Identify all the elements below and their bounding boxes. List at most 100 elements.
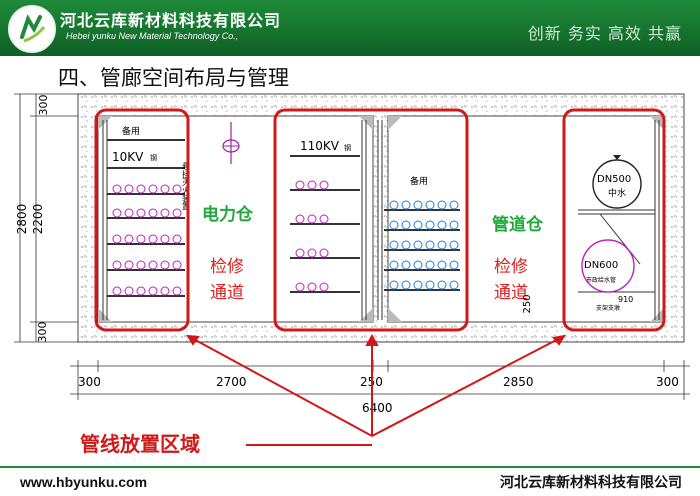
cable-section [307,282,317,292]
zone-box-middle [273,108,469,332]
dim-250-vertical: 250 [522,294,533,313]
slogan: 创新 务实 高效 共赢 [527,24,682,43]
cable-section [449,200,459,210]
cable-section [389,260,399,270]
cable-section [425,280,435,290]
cable-section [449,220,459,230]
dn500-label: DN500 [597,174,631,185]
cable-section [160,260,170,270]
cable-section [136,286,146,296]
cable-section [401,260,411,270]
cable-section [124,234,134,244]
cable-section [389,200,399,210]
cable-section [413,200,423,210]
footer-divider [0,466,700,468]
left-cable-rack [102,120,108,320]
cable-section [148,184,158,194]
left-10kv-label: 10KV [112,150,144,164]
cable-section [425,200,435,210]
cable-section [148,208,158,218]
cable-section [413,220,423,230]
cable-section [136,184,146,194]
cable-section [172,260,182,270]
cable-section [413,280,423,290]
cable-section [307,214,317,224]
cable-section [437,220,447,230]
dim-left-total: 2800 [15,204,29,235]
header-banner: 河北云库新材料科技有限公司 Hebei yunku New Material T… [0,0,700,56]
maint-label-2: 通道 [210,283,244,303]
cable-section [295,180,305,190]
cable-section [295,248,305,258]
logo-mark-icon [20,14,46,43]
cable-section [112,184,122,194]
cable-section [425,260,435,270]
cable-section [401,220,411,230]
cable-section [112,234,122,244]
dn500-pipe [592,155,642,209]
cable-section [172,286,182,296]
cable-section [295,282,305,292]
cable-section [401,280,411,290]
dim-left-mid: 2200 [31,204,45,235]
dn500-sub: 中水 [608,187,626,199]
cable-section [172,208,182,218]
pipe-gallery-drawing: 300 2200 300 2800 备用 10KV 钢 悬挂灭火装置 110KV… [14,93,690,437]
cable-section [449,280,459,290]
cable-section [389,280,399,290]
cable-section [112,260,122,270]
annotation-arrows [186,333,567,437]
cable-section [307,180,317,190]
dim-bottom-1: 300 [78,375,101,389]
maint-label-3: 检修 [494,257,528,277]
company-name-en: Hebei yunku New Material Technology Co., [66,31,239,41]
cable-section [160,184,170,194]
zone-box-left [94,108,190,332]
cable-section [437,260,447,270]
cable-section [172,234,182,244]
bottom-tag: 910 [618,295,633,304]
middle-cable-rack [361,120,383,320]
cable-section [319,248,329,258]
right-pipe-rack [578,120,660,320]
cable-section [449,240,459,250]
dim-bottom-5: 300 [656,375,679,389]
left-dimensions [14,93,78,343]
company-logo [8,5,56,53]
dim-bottom-4: 2850 [503,375,534,389]
cable-section [124,184,134,194]
dim-bottom-total: 6400 [362,401,393,415]
pipeline-zone-line [246,444,372,446]
cable-section [319,180,329,190]
fire-extinguisher-device [222,122,240,164]
slide-title: 四、管廊空间布局与管理 [58,66,289,90]
cable-section [425,240,435,250]
right-small-label: 支架支墩 [596,304,620,312]
cable-section [401,240,411,250]
cable-section [413,240,423,250]
maint-label-4: 通道 [494,283,528,303]
cable-section [389,220,399,230]
mid-110kv-label: 110KV [300,139,340,153]
maint-label-1: 检修 [210,257,244,277]
dim-bottom-2: 2700 [216,375,247,389]
cable-section [307,248,317,258]
cable-section [401,200,411,210]
pipe-cabin-label: 管道仓 [492,214,544,235]
footer-company: 河北云库新材料科技有限公司 [500,475,682,491]
cable-section [389,240,399,250]
pipeline-zone-label: 管线放置区域 [80,432,200,456]
company-name-cn: 河北云库新材料科技有限公司 [60,11,282,30]
cable-section [160,208,170,218]
cable-section [160,234,170,244]
footer-url[interactable]: www.hbyunku.com [20,474,148,490]
cable-section [112,208,122,218]
cable-section [437,280,447,290]
cable-section [124,286,134,296]
cable-section [124,260,134,270]
dn600-sub: 市政给水管 [586,276,616,284]
left-10kv-tag: 钢 [150,153,157,162]
cable-section [437,200,447,210]
mid-110kv-tag: 钢 [344,143,351,152]
cable-section [160,286,170,296]
